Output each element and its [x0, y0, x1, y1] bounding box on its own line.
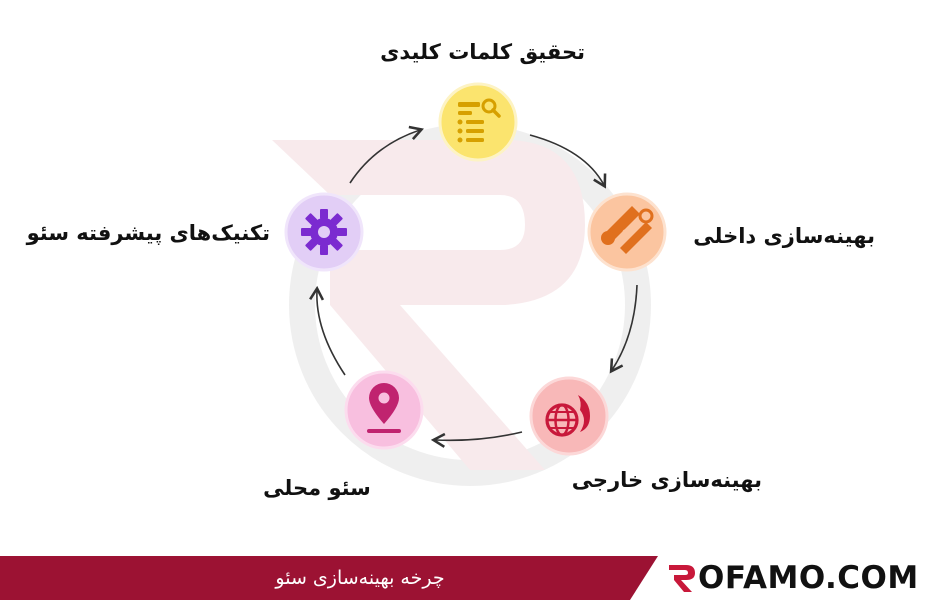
node-off-page [529, 376, 609, 456]
brand-name: OFAMO.COM [698, 560, 919, 596]
label-off-page: بهینه‌سازی خارجی [571, 468, 762, 492]
label-local-seo: سئو محلی [263, 476, 371, 500]
node-on-page [587, 192, 667, 272]
diagram-canvas [272, 82, 667, 486]
label-advanced: تکنیک‌های پیشرفته سئو [26, 221, 270, 245]
label-keyword-research: تحقیق کلمات کلیدی [380, 40, 585, 64]
footer-title: چرخه بهینه‌سازی سئو [275, 567, 445, 589]
wrench-tools-icon [601, 206, 654, 254]
node-keyword-research [438, 82, 518, 162]
seo-cycle-diagram: تحقیق کلمات کلیدی بهینه‌سازی داخلی بهینه… [26, 40, 875, 500]
arrow-onpage-to-offpage [609, 284, 638, 374]
arrow-local-to-advanced [309, 285, 346, 376]
gear-icon [301, 209, 347, 255]
brand-logo-icon [669, 565, 695, 592]
arrow-advanced-to-keyword [349, 125, 424, 184]
node-advanced [284, 192, 364, 272]
arrow-offpage-to-local [430, 431, 523, 448]
node-local-seo [344, 370, 424, 450]
globe-fire-icon [545, 395, 590, 437]
footer-bar: چرخه بهینه‌سازی سئو OFAMO.COM [0, 556, 938, 600]
brand-box[interactable]: OFAMO.COM [630, 556, 938, 600]
document-search-icon [457, 98, 501, 143]
cycle-arrows [309, 125, 638, 448]
arrow-keyword-to-onpage [529, 134, 607, 189]
location-pin-icon [367, 383, 401, 433]
label-on-page: بهینه‌سازی داخلی [693, 224, 875, 248]
